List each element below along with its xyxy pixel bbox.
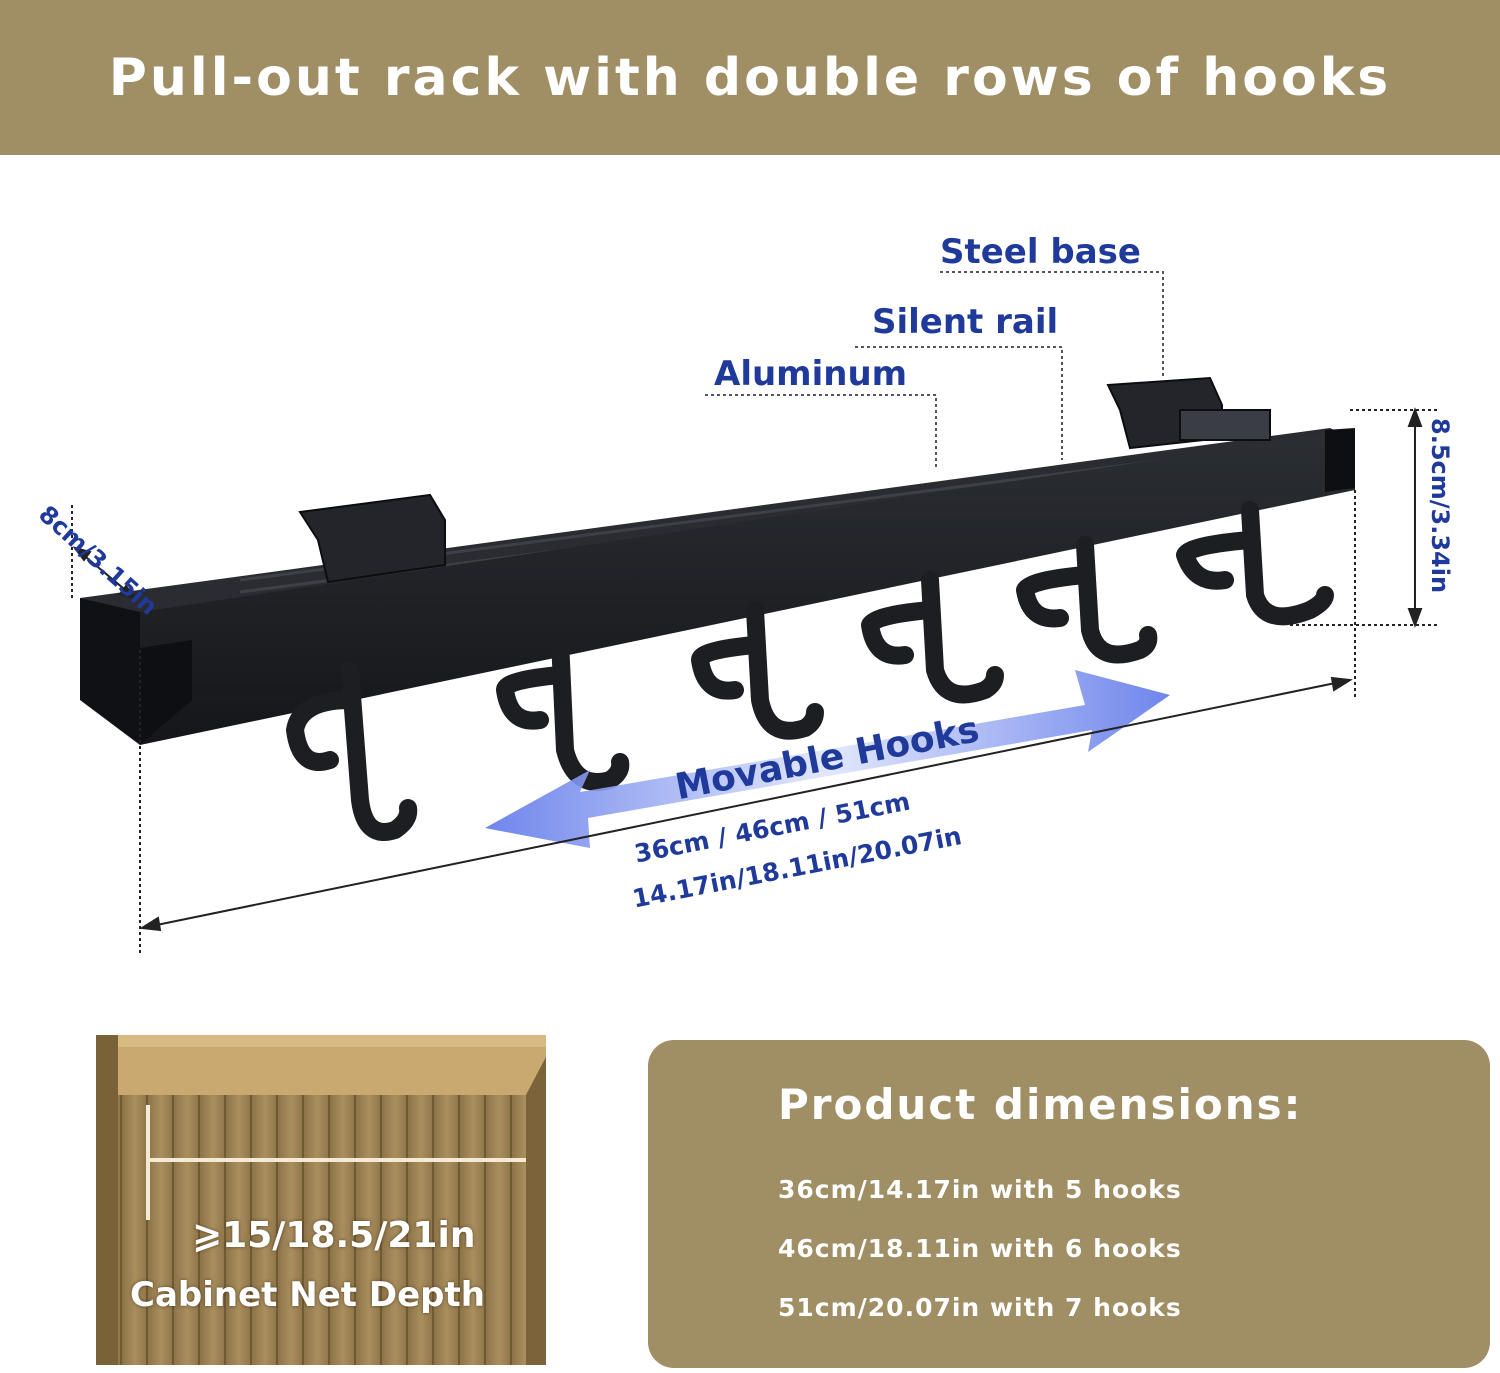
dimension-option-2: 46cm/18.11in with 6 hooks bbox=[778, 1234, 1182, 1263]
hook-icon bbox=[691, 601, 824, 740]
dimension-option-3: 51cm/20.07in with 7 hooks bbox=[778, 1293, 1182, 1322]
hooks bbox=[286, 501, 1334, 841]
callout-leaders bbox=[705, 271, 1164, 470]
product-dimensions-heading: Product dimensions: bbox=[778, 1080, 1303, 1129]
cabinet-depth-value: ⩾15/18.5/21in bbox=[192, 1215, 476, 1256]
height-dimension-label: 8.5cm/3.34in bbox=[1426, 418, 1454, 594]
double-headed-arrow-icon bbox=[485, 670, 1170, 848]
cabinet-depth-illustration bbox=[96, 1035, 546, 1365]
steel-base-label: Steel base bbox=[940, 232, 1141, 272]
product-dimensions-panel: Product dimensions: 36cm/14.17in with 5 … bbox=[648, 1040, 1490, 1368]
hook-icon bbox=[286, 661, 418, 841]
hook-icon bbox=[861, 571, 1004, 704]
title-banner: Pull-out rack with double rows of hooks bbox=[0, 0, 1500, 155]
rack-illustration bbox=[71, 271, 1440, 955]
dimension-lines bbox=[71, 407, 1440, 955]
hook-icon bbox=[1016, 536, 1158, 664]
cabinet-depth-label: Cabinet Net Depth bbox=[130, 1275, 485, 1315]
rack-body bbox=[80, 428, 1355, 745]
silent-rail-label: Silent rail bbox=[872, 302, 1059, 342]
steel-base-brackets bbox=[298, 376, 1271, 584]
aluminum-label: Aluminum bbox=[714, 354, 908, 394]
cabinet-wood-graphic bbox=[96, 1035, 546, 1365]
banner-title: Pull-out rack with double rows of hooks bbox=[108, 47, 1392, 108]
hook-icon bbox=[496, 631, 630, 791]
hook-icon bbox=[1176, 501, 1334, 626]
dimension-option-1: 36cm/14.17in with 5 hooks bbox=[778, 1175, 1182, 1204]
